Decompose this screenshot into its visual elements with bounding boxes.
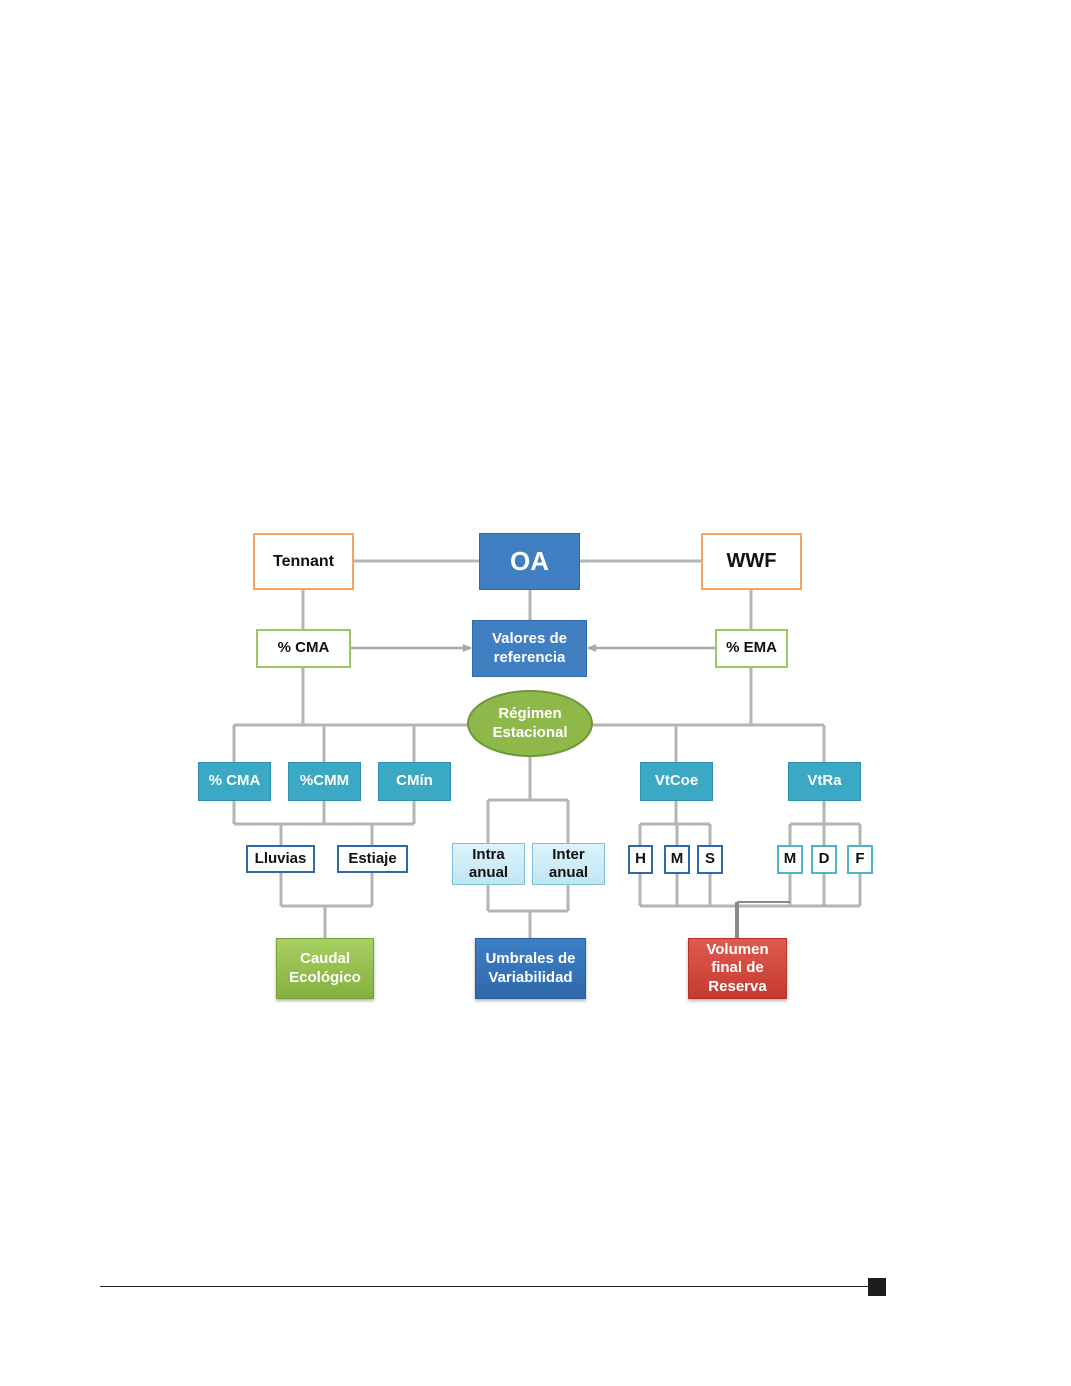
node-ema-percent-label: % EMA xyxy=(726,639,777,657)
node-tennant-label: Tennant xyxy=(272,552,335,570)
node-vtcoe-label: VtCoe xyxy=(654,772,699,790)
node-vtcoe: VtCoe xyxy=(640,762,713,801)
node-caudal-line1: Caudal xyxy=(299,950,350,968)
node-h: H xyxy=(628,845,653,874)
node-vtra-label: VtRa xyxy=(807,772,842,790)
node-valores-line1: Valores de xyxy=(491,630,568,648)
node-regimen-line2: Estacional xyxy=(492,723,568,741)
node-m-vtcoe: M xyxy=(664,845,690,874)
node-inter-line2: anual xyxy=(548,864,589,881)
node-lluvias-label: Lluvias xyxy=(254,849,307,867)
node-volumen-line1: Volumen xyxy=(706,941,769,959)
footer-rule xyxy=(100,1286,870,1287)
node-umbrales-line2: Variabilidad xyxy=(488,968,573,986)
node-wwf: WWF xyxy=(701,533,802,590)
node-s-label: S xyxy=(704,850,715,868)
node-regimen-estacional: Régimen Estacional xyxy=(467,690,593,757)
node-d-label: D xyxy=(818,850,830,868)
node-oa: OA xyxy=(479,533,580,590)
node-m-vtcoe-label: M xyxy=(670,850,684,868)
node-cma-percent-seasonal: % CMA xyxy=(198,762,271,801)
node-intra-line2: anual xyxy=(468,864,509,881)
node-wwf-label: WWF xyxy=(726,550,777,573)
node-regimen-line1: Régimen xyxy=(498,705,562,723)
node-volumen-line2: final de xyxy=(711,959,764,977)
node-cma-percent: % CMA xyxy=(256,629,351,668)
node-f: F xyxy=(847,845,873,874)
node-ema-percent: % EMA xyxy=(715,629,788,668)
node-s: S xyxy=(697,845,723,874)
node-caudal-line2: Ecológico xyxy=(289,968,361,986)
node-h-label: H xyxy=(635,850,646,868)
node-oa-label: OA xyxy=(510,545,549,576)
node-vtra: VtRa xyxy=(788,762,861,801)
node-cmm: %CMM xyxy=(288,762,361,801)
node-inter-line1: Inter xyxy=(552,845,585,863)
node-d: D xyxy=(811,845,837,874)
node-volumen-line3: Reserva xyxy=(708,977,767,995)
node-cmm-label: %CMM xyxy=(299,772,350,790)
node-umbrales-line1: Umbrales de xyxy=(485,950,576,968)
node-cmin-label: CMín xyxy=(396,772,433,790)
node-m-vtra-label: M xyxy=(783,850,797,868)
node-umbrales-variabilidad: Umbrales de Variabilidad xyxy=(475,938,586,999)
node-estiaje-label: Estiaje xyxy=(348,849,397,867)
node-volumen-final-reserva: Volumen final de Reserva xyxy=(688,938,787,999)
node-caudal-ecologico: Caudal Ecológico xyxy=(276,938,374,999)
node-f-label: F xyxy=(855,850,865,868)
node-tennant: Tennant xyxy=(253,533,354,590)
node-estiaje: Estiaje xyxy=(337,845,408,873)
node-intra-line1: Intra xyxy=(472,845,505,863)
node-m-vtra: M xyxy=(777,845,803,874)
node-inter-anual: Inter anual xyxy=(532,843,605,885)
footer-square-marker xyxy=(868,1278,886,1296)
node-valores-referencia: Valores de referencia xyxy=(472,620,587,677)
node-valores-line2: referencia xyxy=(493,648,566,666)
node-cmin: CMín xyxy=(378,762,451,801)
node-intra-anual: Intra anual xyxy=(452,843,525,885)
node-cma-percent-label: % CMA xyxy=(277,639,330,657)
node-lluvias: Lluvias xyxy=(246,845,315,873)
node-cma-seasonal-label: % CMA xyxy=(208,772,261,790)
